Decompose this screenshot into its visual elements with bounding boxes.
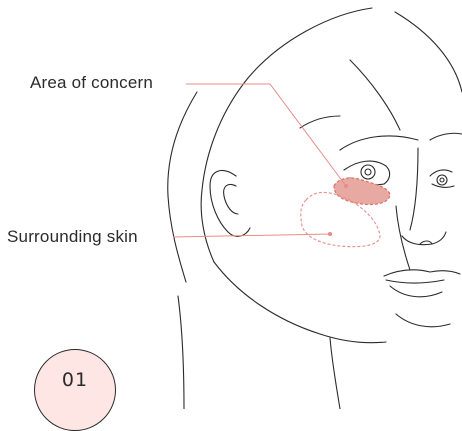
- face-illustration: [0, 0, 462, 409]
- leader-line-surrounding: [173, 234, 330, 237]
- leader-dot-concern: [344, 184, 347, 187]
- surrounding-skin-label: Surrounding skin: [7, 227, 138, 247]
- ear-outer: [210, 171, 250, 237]
- upper-lip: [384, 270, 460, 276]
- jaw-line: [214, 262, 386, 343]
- ear-inner: [224, 184, 238, 214]
- neck-back: [178, 296, 184, 409]
- leader-line-concern: [186, 84, 346, 186]
- eye-left-pupil: [365, 169, 371, 175]
- leader-lines: [173, 84, 348, 237]
- eye-left-iris: [361, 165, 375, 179]
- diagram-canvas: Area of concern Surrounding skin 01: [0, 0, 462, 409]
- lower-lip: [390, 286, 442, 297]
- nose-tip: [402, 232, 446, 245]
- area-of-concern-label: Area of concern: [30, 73, 153, 93]
- neck-front: [330, 338, 340, 409]
- back-of-head: [168, 92, 197, 282]
- eye-right-pupil: [440, 178, 444, 182]
- face-line-art: [168, 8, 462, 409]
- nostril: [420, 241, 432, 244]
- temple-line: [300, 116, 340, 128]
- brow-right: [430, 133, 462, 140]
- chin: [396, 314, 450, 327]
- hair-strand: [395, 12, 462, 92]
- step-number: 01: [35, 369, 115, 391]
- leader-dot-surrounding: [328, 232, 331, 235]
- hair-strand-inner: [350, 60, 400, 130]
- step-number-badge: 01: [34, 349, 116, 431]
- brow-left: [340, 136, 418, 150]
- head-outline: [201, 8, 372, 262]
- mouth-line: [386, 280, 444, 283]
- eye-right-iris: [437, 175, 447, 185]
- nose-bridge: [410, 148, 418, 230]
